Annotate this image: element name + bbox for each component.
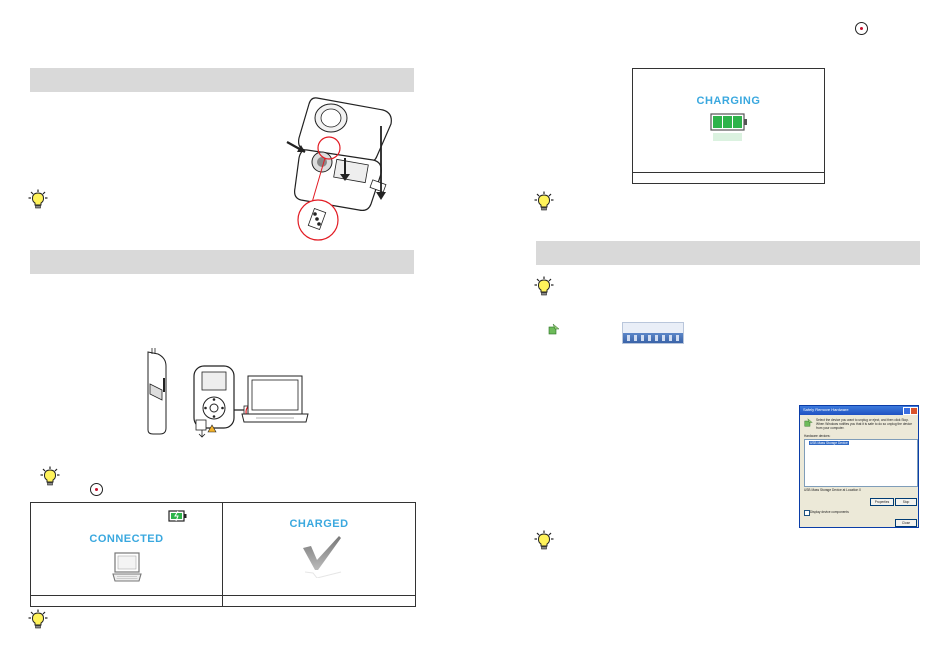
battery-install-illustration — [286, 97, 392, 241]
charge-status-table: CONNECTED CHARGED — [30, 502, 416, 607]
properties-button[interactable]: Properties — [870, 498, 894, 506]
section-header-usb — [536, 241, 920, 265]
system-tray-screenshot — [622, 322, 684, 344]
power-button-icon — [855, 22, 868, 35]
dialog-instructions: Select the device you want to unplug or … — [816, 418, 913, 431]
safely-remove-hardware-icon — [548, 322, 560, 340]
list-item-selected-device[interactable]: USB Mass Storage Device — [809, 441, 849, 445]
charging-label: CHARGING — [696, 95, 761, 107]
usb-connection-illustration — [147, 348, 309, 438]
safely-remove-hardware-icon — [804, 418, 813, 428]
lightbulb-icon — [28, 189, 48, 209]
connected-label: CONNECTED — [89, 533, 164, 545]
lightbulb-icon — [28, 609, 48, 629]
lightbulb-icon — [534, 276, 554, 296]
battery-charging-icon — [168, 509, 188, 527]
checkmark-icon — [301, 534, 343, 583]
dialog-close-x-button[interactable] — [910, 407, 918, 415]
tray-icons — [627, 335, 679, 341]
hardware-devices-list[interactable]: USB Mass Storage Device — [804, 439, 918, 487]
battery-icon — [709, 113, 749, 148]
charging-panel: CHARGING — [632, 68, 825, 184]
lightbulb-icon — [40, 466, 60, 486]
device-location-text: USB Mass Storage Device at Location 0 — [804, 488, 861, 492]
stop-button[interactable]: Stop — [895, 498, 917, 506]
dialog-titlebar — [800, 406, 918, 415]
section-header-charging — [30, 250, 414, 274]
display-components-checkbox[interactable] — [804, 510, 810, 516]
safely-remove-hardware-dialog: Safely Remove Hardware Select the device… — [799, 405, 919, 528]
hardware-devices-label: Hardware devices: — [804, 434, 831, 438]
lightbulb-icon — [534, 530, 554, 550]
close-button[interactable]: Close — [895, 519, 917, 527]
table-caption-row — [31, 595, 415, 605]
display-components-label: Display device components — [810, 510, 849, 514]
lightbulb-icon — [534, 191, 554, 211]
computer-icon — [111, 551, 143, 588]
dialog-title: Safely Remove Hardware — [803, 407, 849, 412]
table-divider — [222, 503, 223, 606]
charged-label: CHARGED — [289, 518, 349, 530]
section-header-battery — [30, 68, 414, 92]
power-button-icon — [90, 483, 103, 496]
charging-caption-row — [633, 172, 824, 182]
